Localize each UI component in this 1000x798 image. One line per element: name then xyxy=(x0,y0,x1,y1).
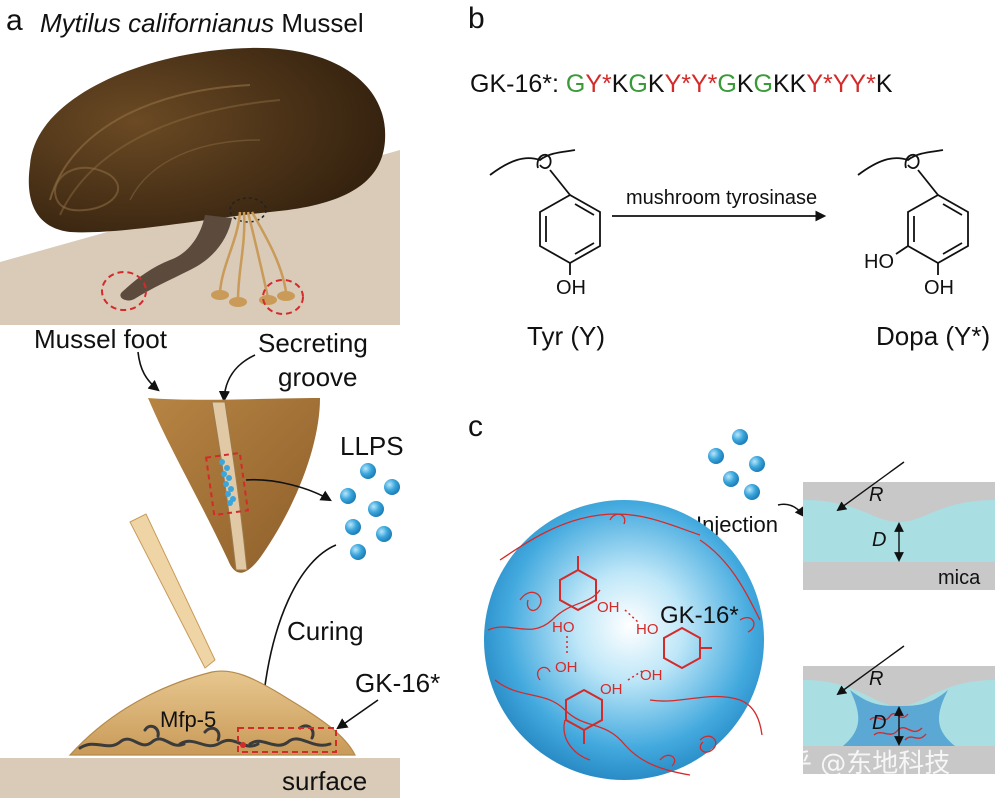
catechol-oh-4: OH xyxy=(600,681,623,698)
mfp5-label: Mfp-5 xyxy=(160,707,216,732)
sequence-residue: G xyxy=(566,70,585,98)
sequence-residue: Y* xyxy=(585,70,612,98)
sequence-residue: YY* xyxy=(833,70,876,98)
secreting-label: Secreting xyxy=(258,328,368,358)
sequence-residue: K xyxy=(612,70,629,98)
catechol-ho-2: HO xyxy=(636,621,659,638)
sequence-residue: G xyxy=(628,70,647,98)
distance-label-bottom: D xyxy=(872,712,886,734)
curing-label: Curing xyxy=(287,616,364,646)
byssal-plaques xyxy=(211,290,295,307)
panel-a-title: Mytilus californianus Mussel xyxy=(40,8,364,38)
sequence-prefix: GK-16*: xyxy=(470,70,566,98)
sequence-residue: G xyxy=(717,70,736,98)
catechol-oh-1: OH xyxy=(597,599,620,616)
plaque-protein-chains xyxy=(78,724,332,750)
catechol-ho-1: HO xyxy=(552,619,575,636)
sequence-residue: Y* xyxy=(691,70,718,98)
catechol-rings xyxy=(559,556,712,744)
tyr-oh: OH xyxy=(556,277,586,299)
catechol-oh-2: OH xyxy=(640,667,663,684)
llps-droplets xyxy=(340,463,400,560)
byssal-threads xyxy=(218,211,288,301)
dopa-ho: HO xyxy=(864,251,894,273)
tyr-structure xyxy=(489,149,601,275)
injection-droplets xyxy=(708,429,765,500)
mussel-foot xyxy=(120,215,232,301)
distance-label-top: D xyxy=(872,529,886,551)
dopa-structure xyxy=(857,149,969,275)
sfa-setup-top xyxy=(803,461,995,590)
gk16-label-a: GK-16* xyxy=(355,668,440,698)
sequence-residue: Y* xyxy=(665,70,692,98)
species-name: Mytilus californianus xyxy=(40,8,274,38)
dopa-oh: OH xyxy=(924,277,954,299)
tyr-label: Tyr (Y) xyxy=(527,321,605,351)
panel-c: c Injection R D mica xyxy=(468,410,995,780)
panel-c-letter: c xyxy=(468,410,483,443)
surface-label: surface xyxy=(282,766,367,796)
radius-label-bottom: R xyxy=(869,668,883,690)
gk16-sequence: GK-16*: GY*KGKY*Y*GKGKKY*YY*K xyxy=(470,70,893,98)
panel-a-letter: a xyxy=(6,4,23,37)
panel-b: b GK-16*: GY*KGKY*Y*GKGKKY*YY*K OH mushr… xyxy=(468,2,990,351)
sequence-residue: K xyxy=(737,70,754,98)
panel-b-letter: b xyxy=(468,2,485,35)
dopa-label: Dopa (Y*) xyxy=(876,321,990,351)
llps-label: LLPS xyxy=(340,431,404,461)
sequence-residue: Y* xyxy=(806,70,833,98)
mica-label: mica xyxy=(938,567,981,589)
coacervate-droplet xyxy=(484,500,764,780)
sequence-residue: K xyxy=(876,70,893,98)
plaque-highlight-box xyxy=(237,727,337,753)
gk16-label-c: GK-16* xyxy=(660,602,739,629)
mussel-word: Mussel xyxy=(274,8,364,38)
groove-label: groove xyxy=(278,362,358,392)
byssal-thread-stem xyxy=(129,513,216,669)
mussel-foot-label: Mussel foot xyxy=(34,324,168,354)
groove-droplets xyxy=(219,459,236,506)
catechol-oh-3: OH xyxy=(555,659,578,676)
hydrogen-bonds xyxy=(566,609,643,681)
foot-highlight-circle xyxy=(101,271,147,311)
mussel-shell xyxy=(28,47,386,233)
sfa-setup-bottom xyxy=(803,645,995,774)
surface-strip xyxy=(0,758,400,798)
reaction-label: mushroom tyrosinase xyxy=(626,187,817,209)
plaque-highlight-circle xyxy=(262,279,304,315)
radius-label-top: R xyxy=(869,484,883,506)
panel-a: a Mytilus californianus Mussel xyxy=(0,4,440,798)
groove-highlight-box xyxy=(204,451,250,517)
sequence-residue: G xyxy=(754,70,773,98)
sequence-residue: KK xyxy=(773,70,807,98)
sequence-residue: K xyxy=(648,70,665,98)
secreting-groove xyxy=(211,401,248,571)
watermark: 知乎 @东地科技 xyxy=(760,749,950,779)
